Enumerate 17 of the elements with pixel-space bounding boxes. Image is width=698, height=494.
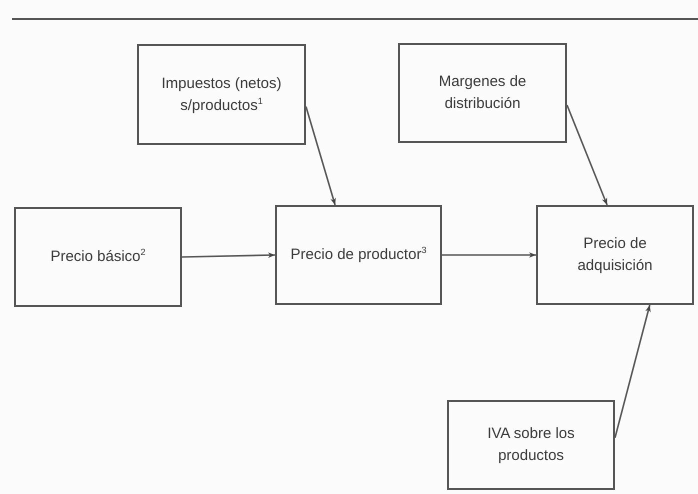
- box-label: IVA sobre los productos: [486, 424, 576, 466]
- box-label: Precio de productor$^{3}$: [290, 244, 426, 266]
- process-box: [275, 205, 442, 305]
- process-box: [137, 44, 306, 145]
- arrow: [305, 106, 336, 206]
- arrow: [182, 252, 276, 258]
- process-box: [447, 400, 615, 490]
- process-box: [536, 205, 694, 305]
- box-label: Margenes de distribución: [438, 72, 528, 114]
- process-box: [398, 43, 567, 143]
- box-label: Impuestos (netos) s/productos$^{1}$: [160, 74, 283, 116]
- process-box: [14, 207, 182, 307]
- box-label: Precio de adquisición: [576, 234, 654, 276]
- arrow: [442, 252, 536, 258]
- arrow: [614, 304, 651, 438]
- box-label: Precio básico$^{2}$: [50, 246, 146, 268]
- arrow: [566, 104, 608, 206]
